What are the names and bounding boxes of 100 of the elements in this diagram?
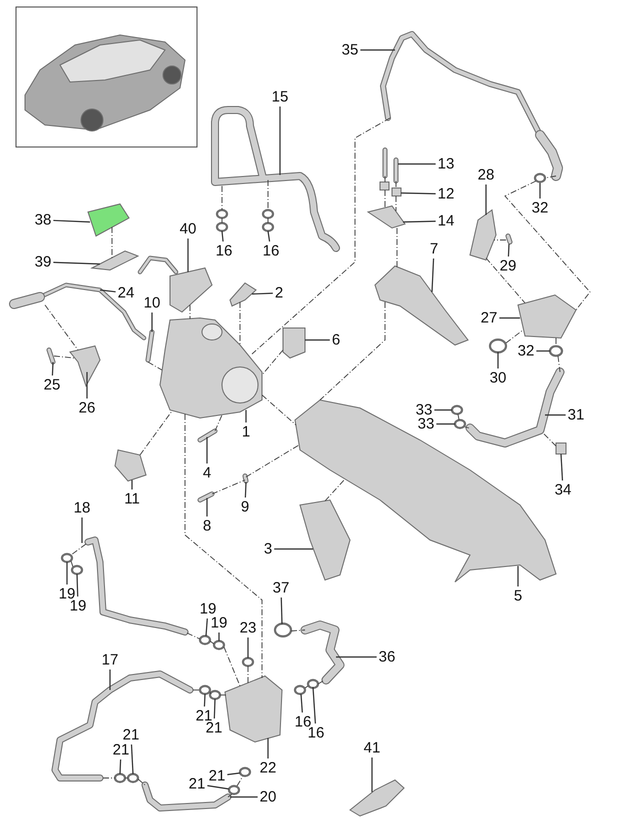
leader-line — [312, 686, 316, 724]
actuator — [138, 256, 213, 313]
assembly-line — [186, 632, 200, 640]
leader-line — [336, 656, 377, 658]
assembly-line — [236, 776, 244, 786]
assembly-line — [506, 330, 524, 344]
callout-number: 22 — [260, 760, 276, 776]
callout-number: 17 — [102, 652, 118, 668]
leader-line — [499, 317, 520, 319]
clip — [488, 338, 508, 354]
leader-line — [130, 744, 134, 774]
leader-line — [436, 423, 455, 425]
sealing-ring — [126, 772, 140, 784]
leader-line — [205, 618, 208, 636]
o-ring — [454, 418, 466, 430]
callout-number: 36 — [378, 650, 396, 664]
callout-number: 28 — [478, 168, 494, 182]
assembly-line — [210, 640, 214, 644]
assembly-line — [246, 444, 300, 478]
assembly-line — [252, 118, 390, 354]
assembly-line — [558, 356, 560, 372]
callout-number: 31 — [568, 408, 584, 422]
callout-number: 11 — [124, 492, 140, 506]
callout-number: 5 — [514, 588, 522, 604]
screw — [506, 234, 512, 244]
o-ring — [60, 552, 74, 564]
callout-number: 15 — [272, 90, 288, 104]
leader-line — [434, 409, 452, 411]
callout-number: 32 — [532, 200, 548, 216]
assembly-line — [384, 176, 386, 182]
assembly-line — [70, 544, 86, 556]
callout-number: 4 — [202, 466, 212, 480]
callout-number: 19 — [70, 598, 86, 614]
leader-line — [431, 258, 434, 292]
clamp — [274, 622, 292, 638]
leader-line — [252, 292, 273, 295]
callout-number: 18 — [74, 500, 90, 516]
o-ring — [198, 634, 212, 646]
callout-number: 29 — [500, 258, 516, 274]
leader-line — [267, 230, 270, 242]
gasket — [114, 449, 147, 482]
assembly-line — [544, 176, 556, 178]
callout-number: 21 — [208, 768, 226, 784]
assembly-line — [184, 414, 262, 678]
heat-shield — [294, 399, 557, 582]
hose — [300, 620, 344, 684]
nut — [242, 474, 248, 484]
hose — [466, 368, 564, 448]
assembly-line — [458, 414, 460, 420]
clip — [556, 442, 566, 454]
bolt — [46, 348, 56, 364]
assembly-line — [262, 350, 284, 376]
pipe — [84, 536, 188, 636]
leader-line — [402, 220, 436, 223]
leader-line — [119, 759, 122, 774]
plate — [90, 250, 140, 271]
leader-line — [360, 49, 395, 51]
callout-number: 20 — [260, 790, 276, 804]
callout-number: 9 — [240, 500, 250, 514]
pipe — [380, 31, 563, 181]
leader-line — [131, 480, 133, 490]
callout-number: 23 — [240, 620, 256, 636]
callout-number: 38 — [34, 212, 52, 228]
callout-number: 33 — [418, 416, 434, 432]
assembly-line — [70, 560, 74, 568]
callout-number: 30 — [490, 370, 506, 386]
assembly-line — [148, 362, 162, 370]
leader-line — [227, 772, 240, 776]
callout-number: 35 — [342, 42, 358, 58]
callout-number: 21 — [196, 708, 212, 724]
leader-line — [485, 184, 487, 215]
callout-number: 33 — [416, 402, 432, 418]
bracket — [69, 345, 101, 388]
water-pump — [517, 294, 577, 339]
leader-line — [230, 796, 258, 798]
heat-protection-cover — [87, 203, 130, 237]
leader-line — [52, 362, 54, 376]
callout-number: 37 — [272, 580, 290, 596]
callout-number: 21 — [206, 720, 222, 736]
assembly-line — [464, 426, 470, 428]
assembly-line — [262, 394, 296, 426]
bracket — [229, 282, 257, 307]
washer — [216, 222, 228, 232]
nut — [392, 188, 402, 196]
assembly-line — [224, 646, 240, 686]
assembly-line — [504, 180, 591, 310]
clamp — [534, 172, 546, 184]
callout-number: 14 — [438, 214, 454, 228]
o-ring — [450, 404, 464, 416]
callout-number: 21 — [122, 728, 140, 742]
o-ring — [212, 640, 226, 650]
callout-number: 21 — [112, 742, 130, 758]
callout-number: 27 — [480, 310, 498, 326]
o-ring — [242, 656, 254, 668]
assembly-line — [320, 302, 386, 400]
callout-number: 39 — [34, 254, 52, 270]
oxygen-sensor — [9, 282, 146, 340]
assembly-line — [44, 304, 78, 350]
washer — [216, 208, 228, 220]
leader-line — [53, 220, 90, 223]
